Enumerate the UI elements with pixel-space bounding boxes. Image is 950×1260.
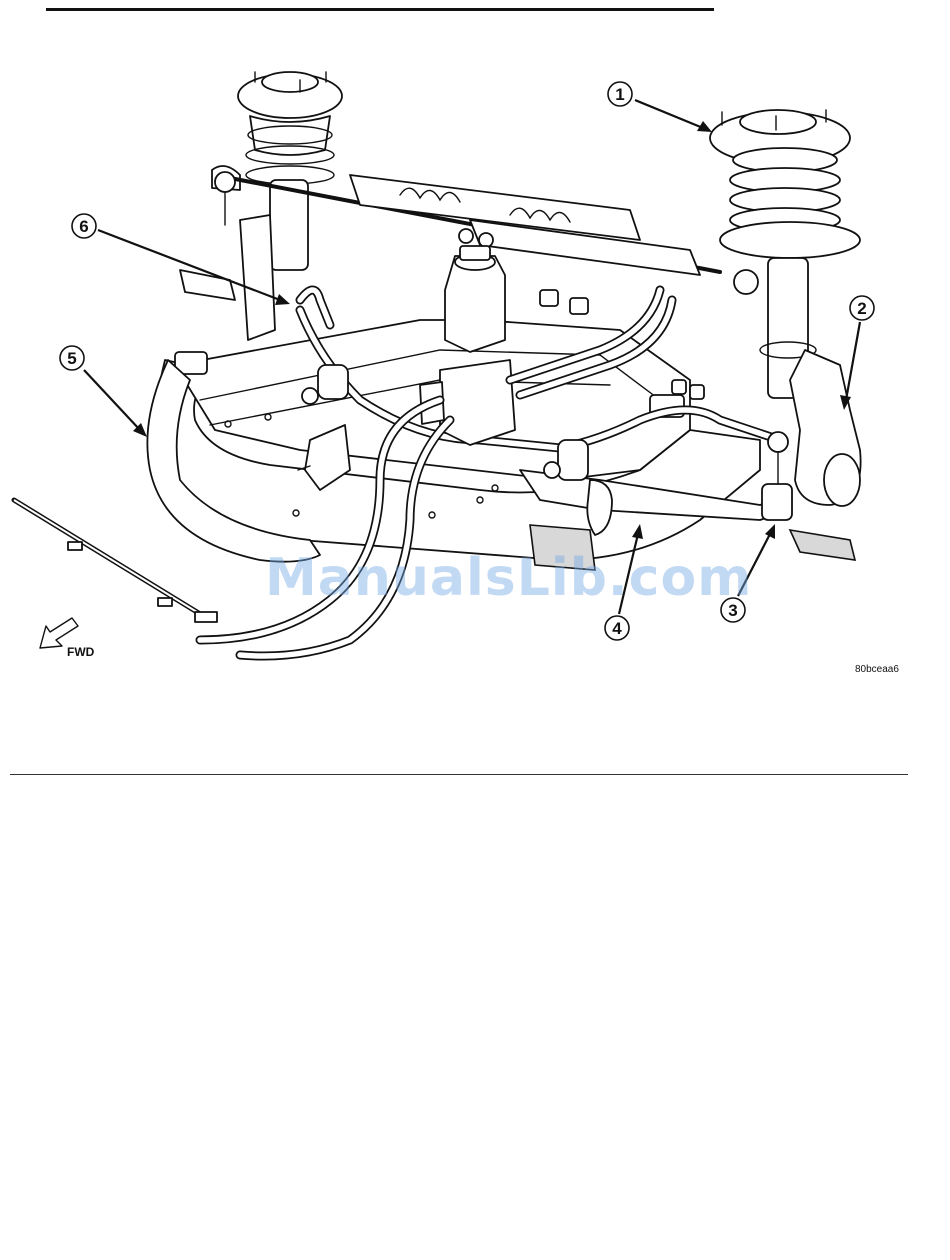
callout-5-label: 5 xyxy=(67,349,76,368)
callout-1-label: 1 xyxy=(615,85,624,104)
stabilizer-link xyxy=(762,432,792,520)
callout-6-label: 6 xyxy=(79,217,88,236)
watermark: ManualsLib.com xyxy=(265,548,752,608)
right-strut-assembly xyxy=(710,110,860,398)
figure-id: 80bceaa6 xyxy=(855,664,899,675)
arrow-forward-icon xyxy=(40,618,78,648)
callout-1: 1 xyxy=(608,82,712,132)
callout-2-label: 2 xyxy=(857,299,866,318)
bottom-rule xyxy=(10,774,908,775)
callout-4-label: 4 xyxy=(612,619,622,638)
direction-label: FWD xyxy=(67,645,94,659)
callout-5: 5 xyxy=(60,346,147,437)
